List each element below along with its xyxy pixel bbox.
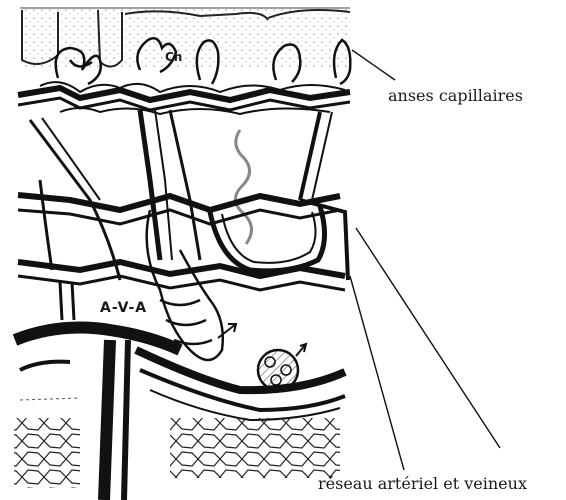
sweat-duct (235, 130, 251, 244)
capillary-loops-label: anses capillaires (388, 86, 523, 105)
leader-lines (350, 50, 500, 470)
cn-label: Cn (165, 50, 182, 64)
lower-plexus (18, 262, 345, 320)
gland-lobule (218, 324, 306, 390)
ava-label: A-V-A (100, 300, 147, 316)
arterial-venous-network-label: réseau artériel et veineux (318, 474, 527, 493)
adipose-tissue (14, 398, 340, 488)
superficial-plexus (18, 82, 350, 114)
